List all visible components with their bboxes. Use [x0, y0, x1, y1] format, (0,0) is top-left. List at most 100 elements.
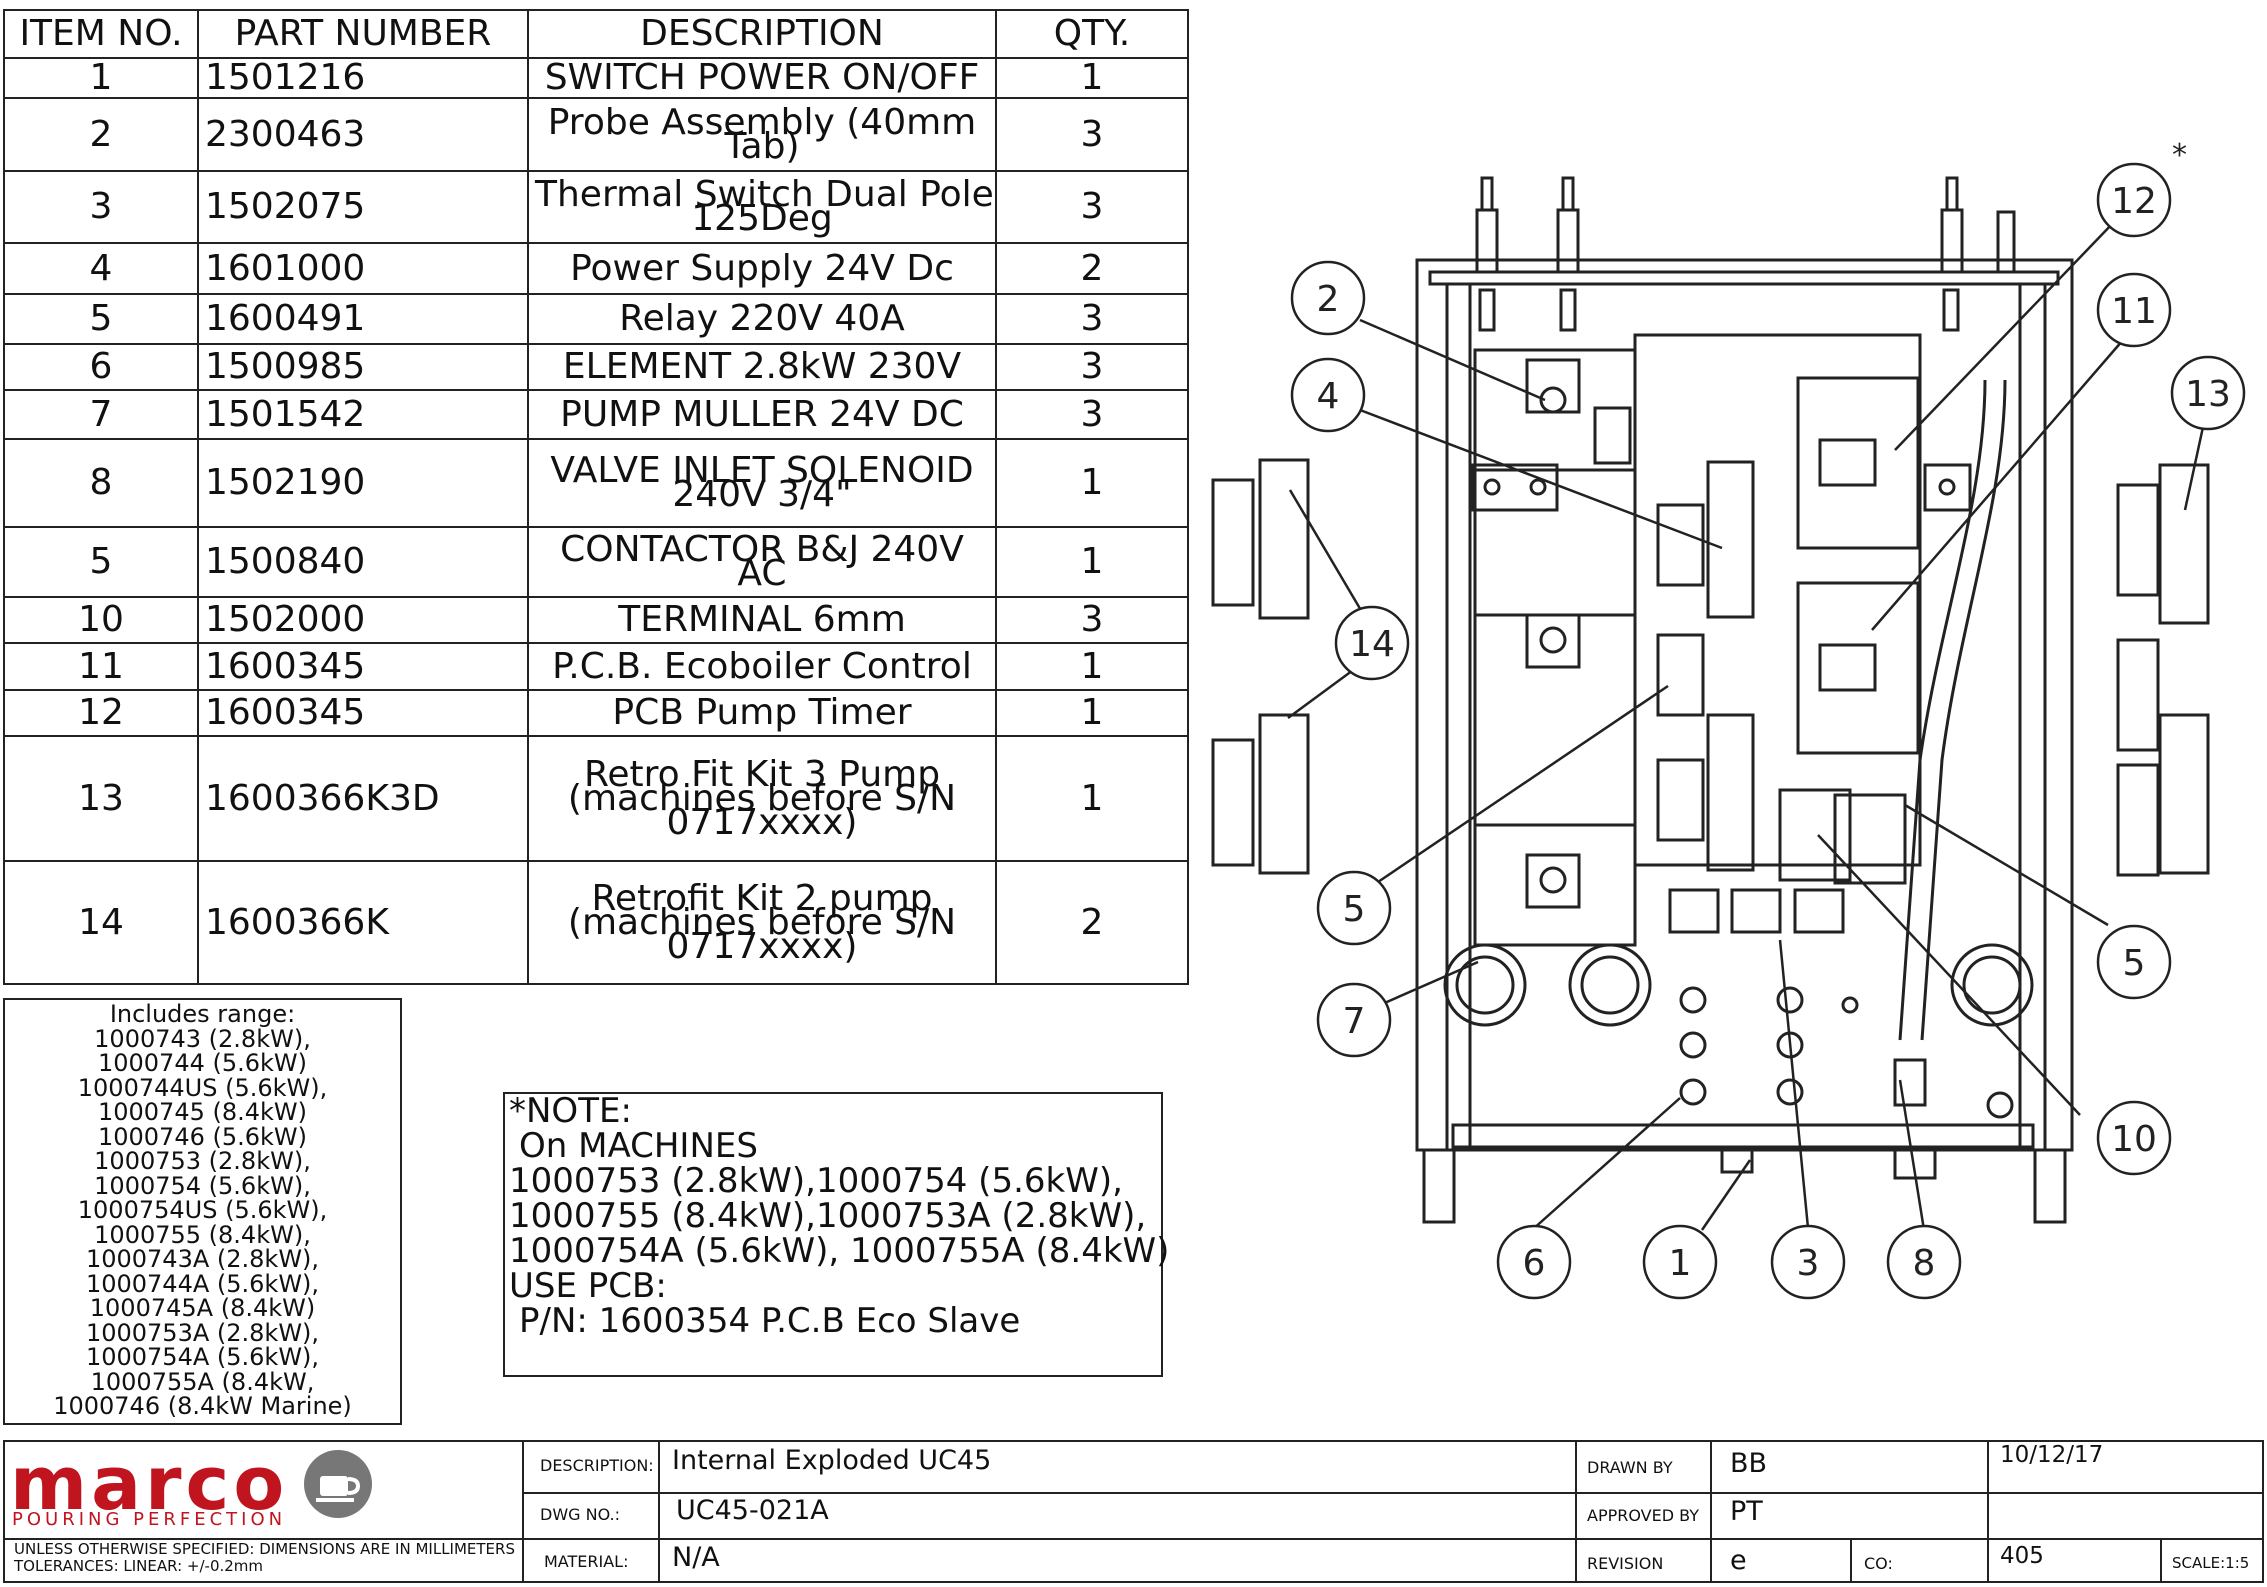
- cup-logo-icon: [304, 1450, 372, 1518]
- title-block: [3, 1440, 2264, 1583]
- description-line: Thermal Switch Dual Pole: [535, 174, 994, 216]
- range-line: 1000746 (5.6kW): [97, 1122, 308, 1151]
- approved-by-value: PT: [1730, 1496, 1763, 1527]
- description-value: Internal Exploded UC45: [672, 1445, 992, 1476]
- mounting-plate: [1633, 333, 1922, 867]
- description-line: Probe Assembly (40mm: [547, 101, 977, 143]
- description-cell: TERMINAL 6mm: [527, 596, 997, 645]
- qty-cell: 3: [995, 389, 1189, 440]
- material-value: N/A: [672, 1542, 720, 1573]
- part-number-cell: 1600366K: [197, 860, 529, 985]
- callout-balloon: [1886, 1224, 1962, 1300]
- callout-balloon: [1316, 982, 1392, 1058]
- description-line: Tab): [724, 125, 800, 167]
- kit-right: [2116, 483, 2160, 597]
- part-number-cell: 1600491: [197, 292, 529, 346]
- description-line: (machines before S/N: [567, 901, 957, 943]
- description-line: Relay 220V 40A: [619, 297, 905, 339]
- qty-cell: 3: [995, 343, 1189, 392]
- range-line: 1000745 (8.4kW): [97, 1098, 308, 1126]
- qty-cell: 1: [995, 688, 1189, 738]
- qty-cell: 3: [995, 292, 1189, 346]
- callout-balloon: [1496, 1224, 1572, 1300]
- qty-cell: 1: [995, 735, 1189, 862]
- table-header-row: ITEM NO. PART NUMBER DESCRIPTION QTY.: [3, 9, 1189, 59]
- description-line: 0717xxxx): [666, 925, 858, 967]
- qty-cell: 2: [995, 242, 1189, 295]
- item-no-cell: 8: [3, 437, 199, 528]
- qty-cell: 3: [995, 97, 1189, 172]
- co-value: 405: [2000, 1543, 2044, 1569]
- description-line: Retro Fit Kit 3 Pump: [583, 753, 941, 795]
- part-number-cell: 1502190: [197, 437, 529, 528]
- dwg-no-label: DWG NO.:: [540, 1505, 621, 1524]
- qty-cell: 1: [995, 56, 1189, 100]
- description-cell: Power Supply 24V Dc: [527, 242, 997, 295]
- item-no-cell: 2: [3, 97, 199, 172]
- note-line: *NOTE:: [509, 1091, 632, 1131]
- callout-balloon: [2096, 1100, 2172, 1176]
- part-number-cell: 1600345: [197, 642, 529, 691]
- note-line: 1000753 (2.8kW),1000754 (5.6kW),: [509, 1161, 1123, 1201]
- part-number-cell: 1501542: [197, 389, 529, 440]
- note-line: 1000755 (8.4kW),1000753A (2.8kW),: [509, 1196, 1147, 1236]
- description-line: PCB Pump Timer: [612, 691, 912, 733]
- qty-cell: 1: [995, 642, 1189, 691]
- item-no-cell: 7: [3, 389, 199, 440]
- description-line: SWITCH POWER ON/OFF: [544, 58, 980, 99]
- description-line: Retrofit Kit 2 pump: [591, 877, 933, 919]
- description-line: ELEMENT 2.8kW 230V: [562, 346, 962, 388]
- range-line: Includes range:: [109, 1000, 296, 1028]
- range-line: 1000743 (2.8kW),: [94, 1024, 311, 1053]
- header-qty: QTY.: [995, 9, 1189, 59]
- description-cell: Retro Fit Kit 3 Pump(machines before S/N…: [527, 735, 997, 862]
- tolerance-note: UNLESS OTHERWISE SPECIFIED: DIMENSIONS A…: [14, 1540, 515, 1575]
- item-no-cell: 12: [3, 688, 199, 738]
- kit-left-upper: [1211, 478, 1255, 607]
- range-line: 1000754US (5.6kW),: [77, 1196, 328, 1224]
- callout-label: 10: [2111, 1119, 2157, 1160]
- description-line: AC: [737, 552, 787, 594]
- revision-value: e: [1730, 1545, 1747, 1576]
- note-line: On MACHINES: [519, 1126, 758, 1166]
- revision-label: REVISION: [1587, 1554, 1664, 1573]
- note-asterisk: *: [2172, 138, 2187, 173]
- description-cell: P.C.B. Ecoboiler Control: [527, 642, 997, 691]
- item-no-cell: 4: [3, 242, 199, 295]
- callout-label: 2: [1317, 279, 1340, 320]
- scale-value: SCALE:1:5: [2172, 1554, 2250, 1572]
- range-line: 1000745A (8.4kW): [89, 1294, 316, 1322]
- callout-balloon: [1770, 1224, 1846, 1300]
- range-line: 1000755A (8.4kW,: [90, 1367, 315, 1396]
- description-line: Power Supply 24V Dc: [570, 247, 954, 289]
- description-line: TERMINAL 6mm: [618, 599, 906, 641]
- description-line: 0717xxxx): [666, 801, 858, 843]
- callout-label: 3: [1797, 1243, 1820, 1284]
- note-line: USE PCB:: [509, 1266, 667, 1306]
- header-description: DESCRIPTION: [527, 9, 997, 59]
- item-no-cell: 13: [3, 735, 199, 862]
- range-line: 1000746 (8.4kW Marine): [53, 1392, 352, 1420]
- drawn-by-label: DRAWN BY: [1587, 1458, 1673, 1477]
- item-no-cell: 3: [3, 169, 199, 245]
- range-line: 1000744US (5.6kW),: [77, 1073, 328, 1102]
- note-line: P/N: 1600354 P.C.B Eco Slave: [519, 1301, 1021, 1341]
- part-number-cell: 2300463: [197, 97, 529, 172]
- part-number-cell: 1502000: [197, 596, 529, 645]
- range-line: 1000743A (2.8kW),: [85, 1245, 320, 1273]
- description-line: PUMP MULLER 24V DC: [560, 393, 964, 435]
- callout-balloon: [2096, 162, 2172, 238]
- description-line: 240V 3/4": [672, 473, 852, 515]
- description-line: P.C.B. Ecoboiler Control: [552, 645, 972, 687]
